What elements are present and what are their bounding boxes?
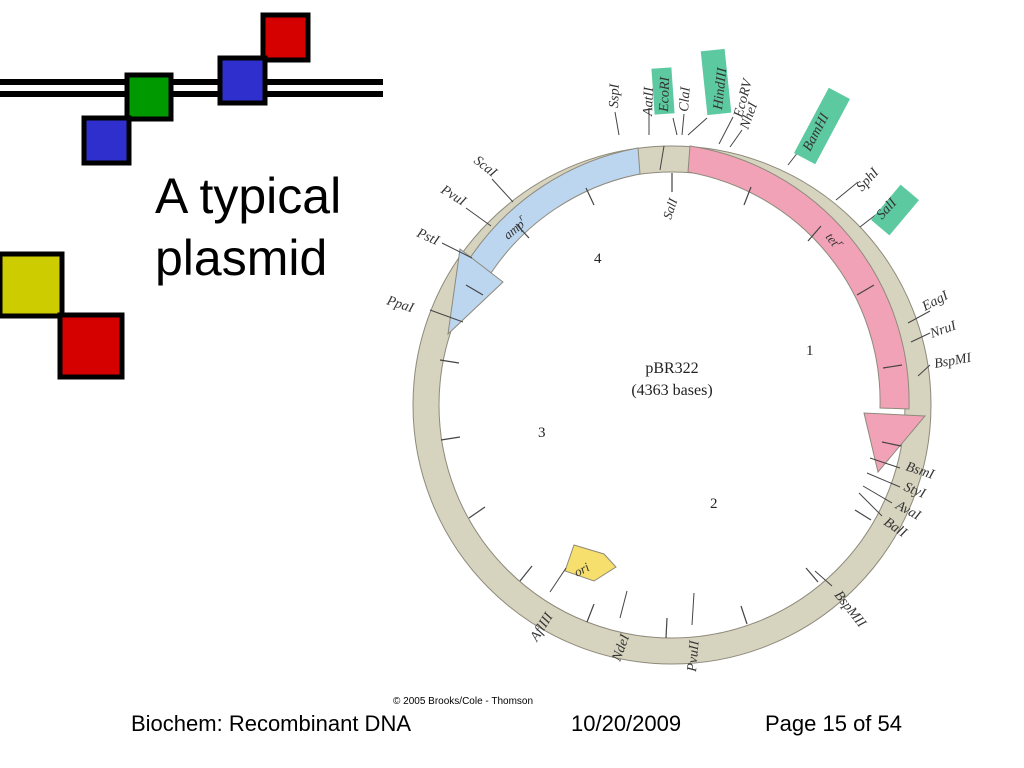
site-label: SphI [854,165,883,195]
ori-region [564,544,617,582]
scale-label-3: 3 [538,425,546,441]
site-label: EcoRI [657,75,673,113]
site-label: SalI [660,196,681,221]
scale-label-2: 2 [710,496,718,512]
tet-resistance-region [687,145,910,410]
footer-date: 10/20/2009 [571,711,682,736]
footer-course: Biochem: Recombinant DNA [131,711,412,736]
site-label: HindIII [711,66,731,112]
green-square [124,72,174,122]
yellow-square [0,251,65,319]
scale-label-4: 4 [594,251,602,267]
blue-square [81,115,132,166]
site-label: PvuII [685,639,703,674]
title-line: plasmid [155,230,328,286]
plasmid-name: pBR322 [645,360,698,377]
red-square [57,312,125,380]
site-label: ClaI [677,85,694,112]
ori-label: ori [571,559,592,580]
site-label: PpaI [384,293,417,316]
blue-square [217,55,268,106]
site-label: BspMI [933,350,974,371]
tet-label: tetr [823,228,847,252]
plasmid-backbone [413,146,931,664]
site-label: PvuI [437,182,469,210]
site-label: EagI [919,288,952,315]
scale-ticks [439,173,903,639]
site-label: BspMII [831,588,869,631]
copyright-notice: © 2005 Brooks/Cole - Thomson [393,696,534,707]
tet-arrowhead [863,412,927,474]
scale-label-1: 1 [806,343,814,359]
footer-page: Page 15 of 54 [765,711,903,736]
site-highlights [651,48,919,236]
site-label: SspI [607,82,623,108]
site-label: ScaI [471,153,501,181]
plasmid-map: 1 2 3 4 tetr ampr ori pBR322 (4363 bases… [384,48,974,674]
plasmid-backbone-outline [412,145,932,665]
slide-decoration [0,12,383,380]
site-label: PstI [413,226,442,250]
plasmid-size: (4363 bases) [631,382,712,399]
amp-arrowhead [447,248,504,336]
site-label: AatII [641,86,657,118]
title-line: A typical [155,168,342,224]
red-square [260,12,311,63]
double-line-decoration [0,79,383,97]
slide-title: A typical plasmid [155,165,395,289]
site-label: NruI [927,318,959,342]
site-leaders [429,108,931,626]
